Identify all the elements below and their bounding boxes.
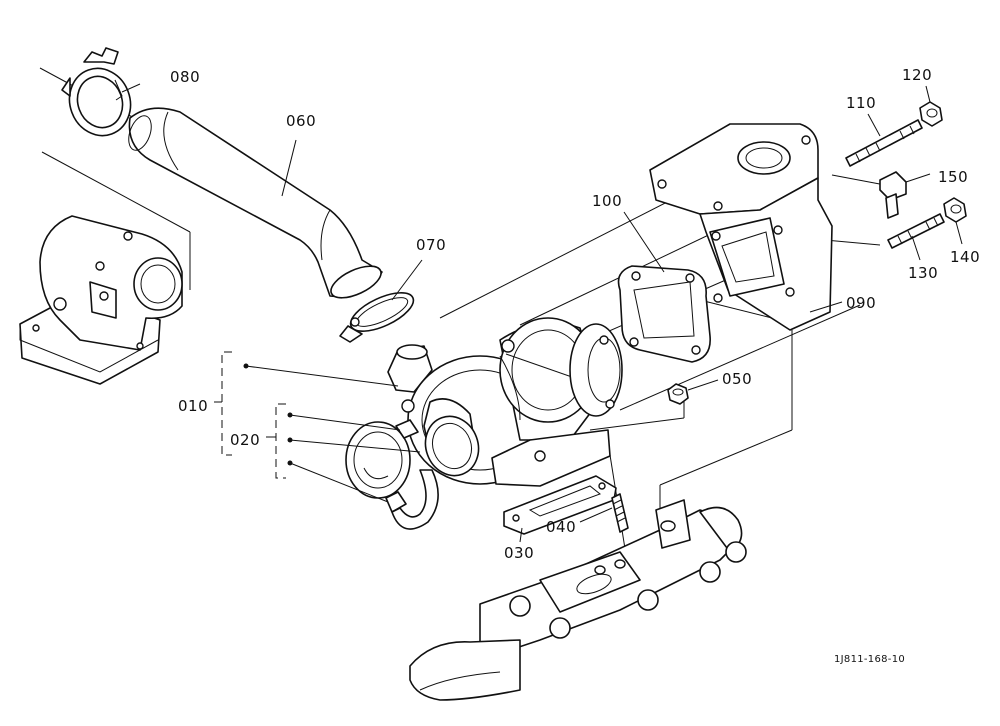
turbocharger-010 xyxy=(387,317,623,487)
nut-050 xyxy=(667,383,689,405)
leader-lines xyxy=(121,83,963,543)
label-110: 110 xyxy=(846,94,876,112)
wastegate-actuator-020 xyxy=(345,419,439,530)
part-labels: 080 060 070 010 020 030 040 050 090 100 … xyxy=(170,66,980,665)
nut-140 xyxy=(943,197,967,223)
gasket-100 xyxy=(617,265,711,363)
stud-040 xyxy=(611,493,629,533)
label-080: 080 xyxy=(170,68,200,86)
label-070: 070 xyxy=(416,236,446,254)
stud-130 xyxy=(887,213,945,249)
label-100: 100 xyxy=(592,192,622,210)
bolt-150 xyxy=(879,171,907,219)
hose-clamp-070 xyxy=(339,292,415,343)
label-030: 030 xyxy=(504,544,534,562)
label-130: 130 xyxy=(908,264,938,282)
label-150: 150 xyxy=(938,168,968,186)
label-140: 140 xyxy=(950,248,980,266)
nut-120 xyxy=(919,101,943,127)
exhaust-adapter-090 xyxy=(649,123,833,331)
exhaust-manifold-reference xyxy=(409,499,747,701)
outlet-housing-reference xyxy=(19,215,183,385)
label-010: 010 xyxy=(178,397,208,415)
label-090: 090 xyxy=(846,294,876,312)
assembly-brackets xyxy=(221,351,286,479)
label-050: 050 xyxy=(722,370,752,388)
label-120: 120 xyxy=(902,66,932,84)
label-060: 060 xyxy=(286,112,316,130)
label-020: 020 xyxy=(230,431,260,449)
stud-110 xyxy=(845,119,923,167)
label-040: 040 xyxy=(546,518,576,536)
drawing-code: 1J811-168-10 xyxy=(834,654,905,665)
hose-clamp-080 xyxy=(61,47,132,137)
intake-pipe-060 xyxy=(128,107,383,299)
